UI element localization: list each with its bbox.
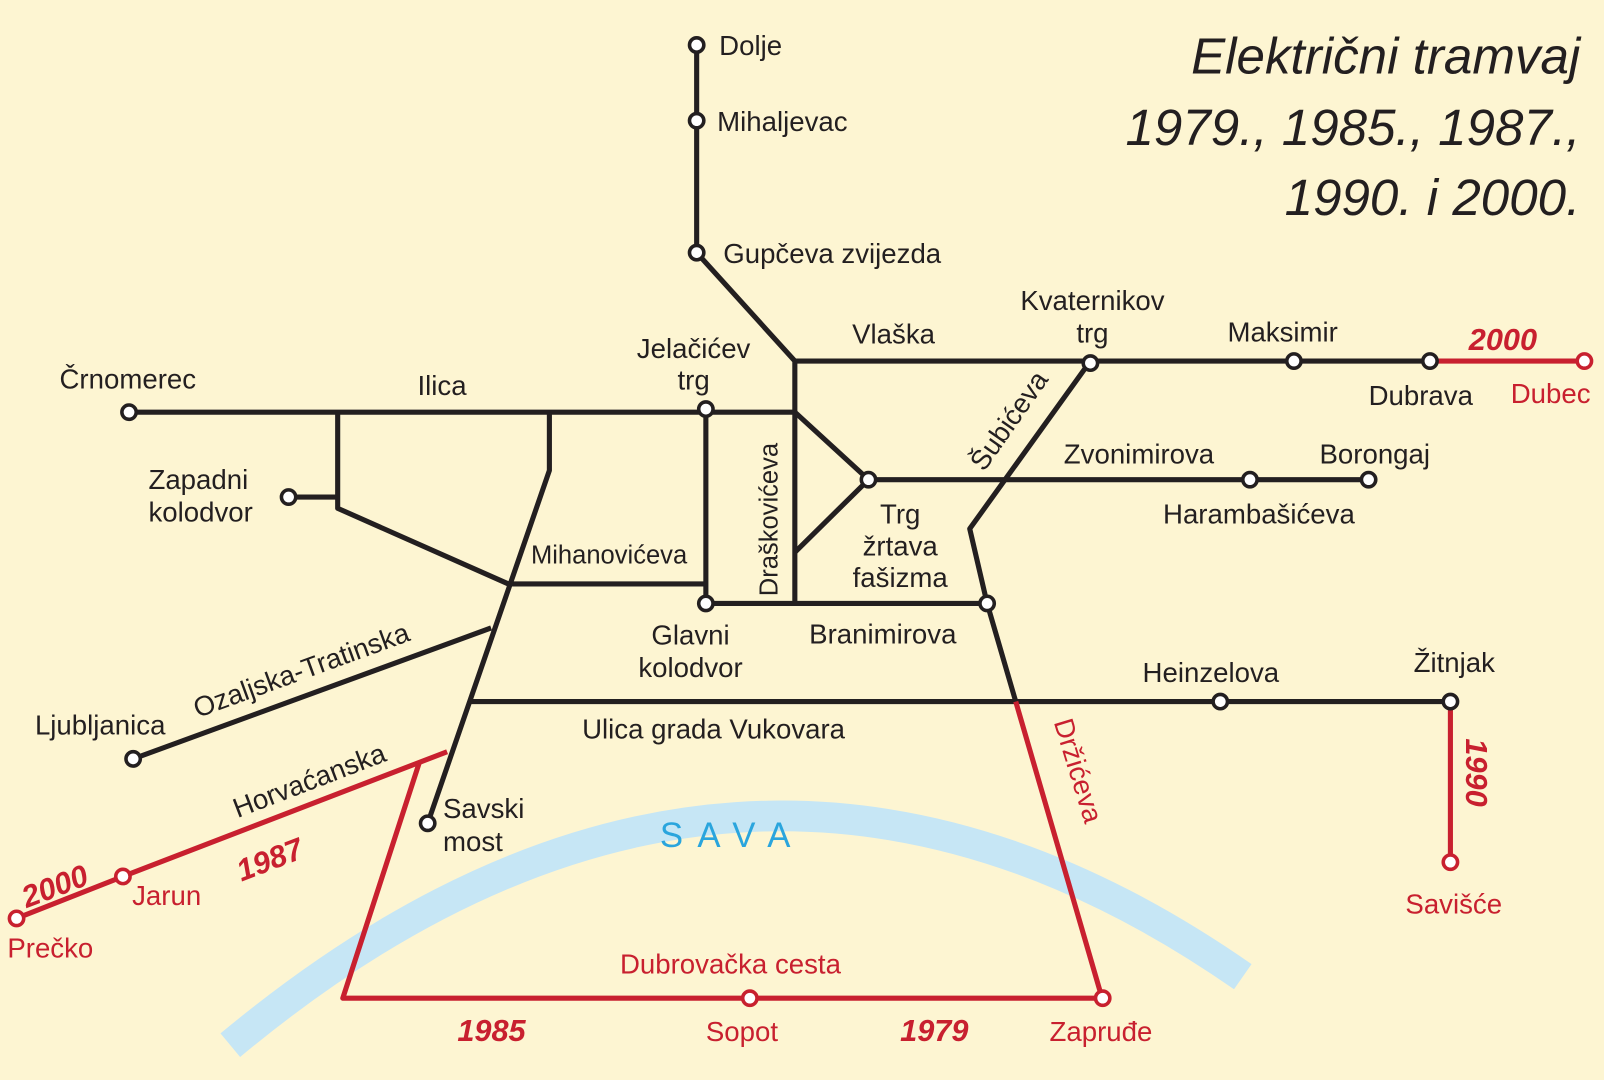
station-jarun: Jarun: [132, 880, 201, 911]
station-gupceva: Gupčeva zvijezda: [723, 238, 942, 269]
station-zaprude: Zapruđe: [1049, 1016, 1152, 1047]
year-1985: 1985: [457, 1013, 526, 1048]
station-glavni-2: kolodvor: [638, 652, 742, 683]
station-crnomerec: Črnomerec: [60, 364, 197, 395]
station-trg-3: fašizma: [853, 562, 949, 593]
station-glavni-1: Glavni: [651, 619, 729, 650]
station-jelacic-1: Jelačićev: [637, 333, 751, 364]
street-zvonimirova: Zvonimirova: [1064, 438, 1215, 469]
station-labels: Dolje Mihaljevac Gupčeva zvijezda Črnome…: [7, 30, 1590, 1047]
station-mihaljevac: Mihaljevac: [717, 106, 848, 137]
year-savisce: 1990: [1459, 738, 1494, 806]
street-vukovara: Ulica grada Vukovara: [582, 713, 846, 744]
street-draskoviceva: Draškovićeva: [755, 442, 783, 596]
station-trg-1: Trg: [880, 499, 920, 530]
station-dubec: Dubec: [1511, 378, 1591, 409]
station-savisce: Savišće: [1405, 888, 1502, 919]
station-ljubljanica: Ljubljanica: [35, 709, 166, 740]
year-1979: 1979: [900, 1013, 968, 1048]
street-ilica: Ilica: [417, 370, 467, 401]
station-harambasiceva: Harambašićeva: [1163, 499, 1355, 530]
station-trg-2: žrtava: [863, 530, 939, 561]
river-label: SAVA: [660, 817, 805, 855]
station-maksimir: Maksimir: [1227, 317, 1337, 348]
station-kvaternikov-2: trg: [1076, 318, 1108, 349]
station-zitnjak: Žitnjak: [1414, 647, 1496, 678]
station-zapadni-2: kolodvor: [148, 497, 252, 528]
station-sopot: Sopot: [706, 1016, 778, 1047]
station-savski-1: Savski: [443, 793, 524, 824]
station-dolje: Dolje: [719, 30, 782, 61]
station-jelacic-2: trg: [677, 365, 709, 396]
station-kvaternikov-1: Kvaternikov: [1020, 285, 1164, 316]
title-line-2: 1979., 1985., 1987.,: [1125, 99, 1580, 156]
station-markers: [7, 36, 1594, 1008]
sava-river: [220, 800, 1252, 1058]
station-borongaj: Borongaj: [1319, 438, 1430, 469]
title-line-3: 1990. i 2000.: [1285, 169, 1581, 226]
title-block: Električni tramvaj 1979., 1985., 1987., …: [1125, 28, 1581, 226]
year-dubec: 2000: [1468, 322, 1537, 357]
station-zapadni-1: Zapadni: [148, 464, 248, 495]
title-line-1: Električni tramvaj: [1191, 28, 1582, 85]
station-heinzelova: Heinzelova: [1143, 657, 1280, 688]
station-precko: Prečko: [7, 932, 93, 963]
street-mihanoviceva: Mihanovićeva: [531, 542, 688, 570]
station-dubrava: Dubrava: [1369, 380, 1474, 411]
street-dubrovacka: Dubrovačka cesta: [620, 949, 842, 980]
street-vlaska: Vlaška: [852, 319, 936, 350]
street-branimirova: Branimirova: [809, 618, 957, 649]
station-savski-2: most: [443, 826, 503, 857]
